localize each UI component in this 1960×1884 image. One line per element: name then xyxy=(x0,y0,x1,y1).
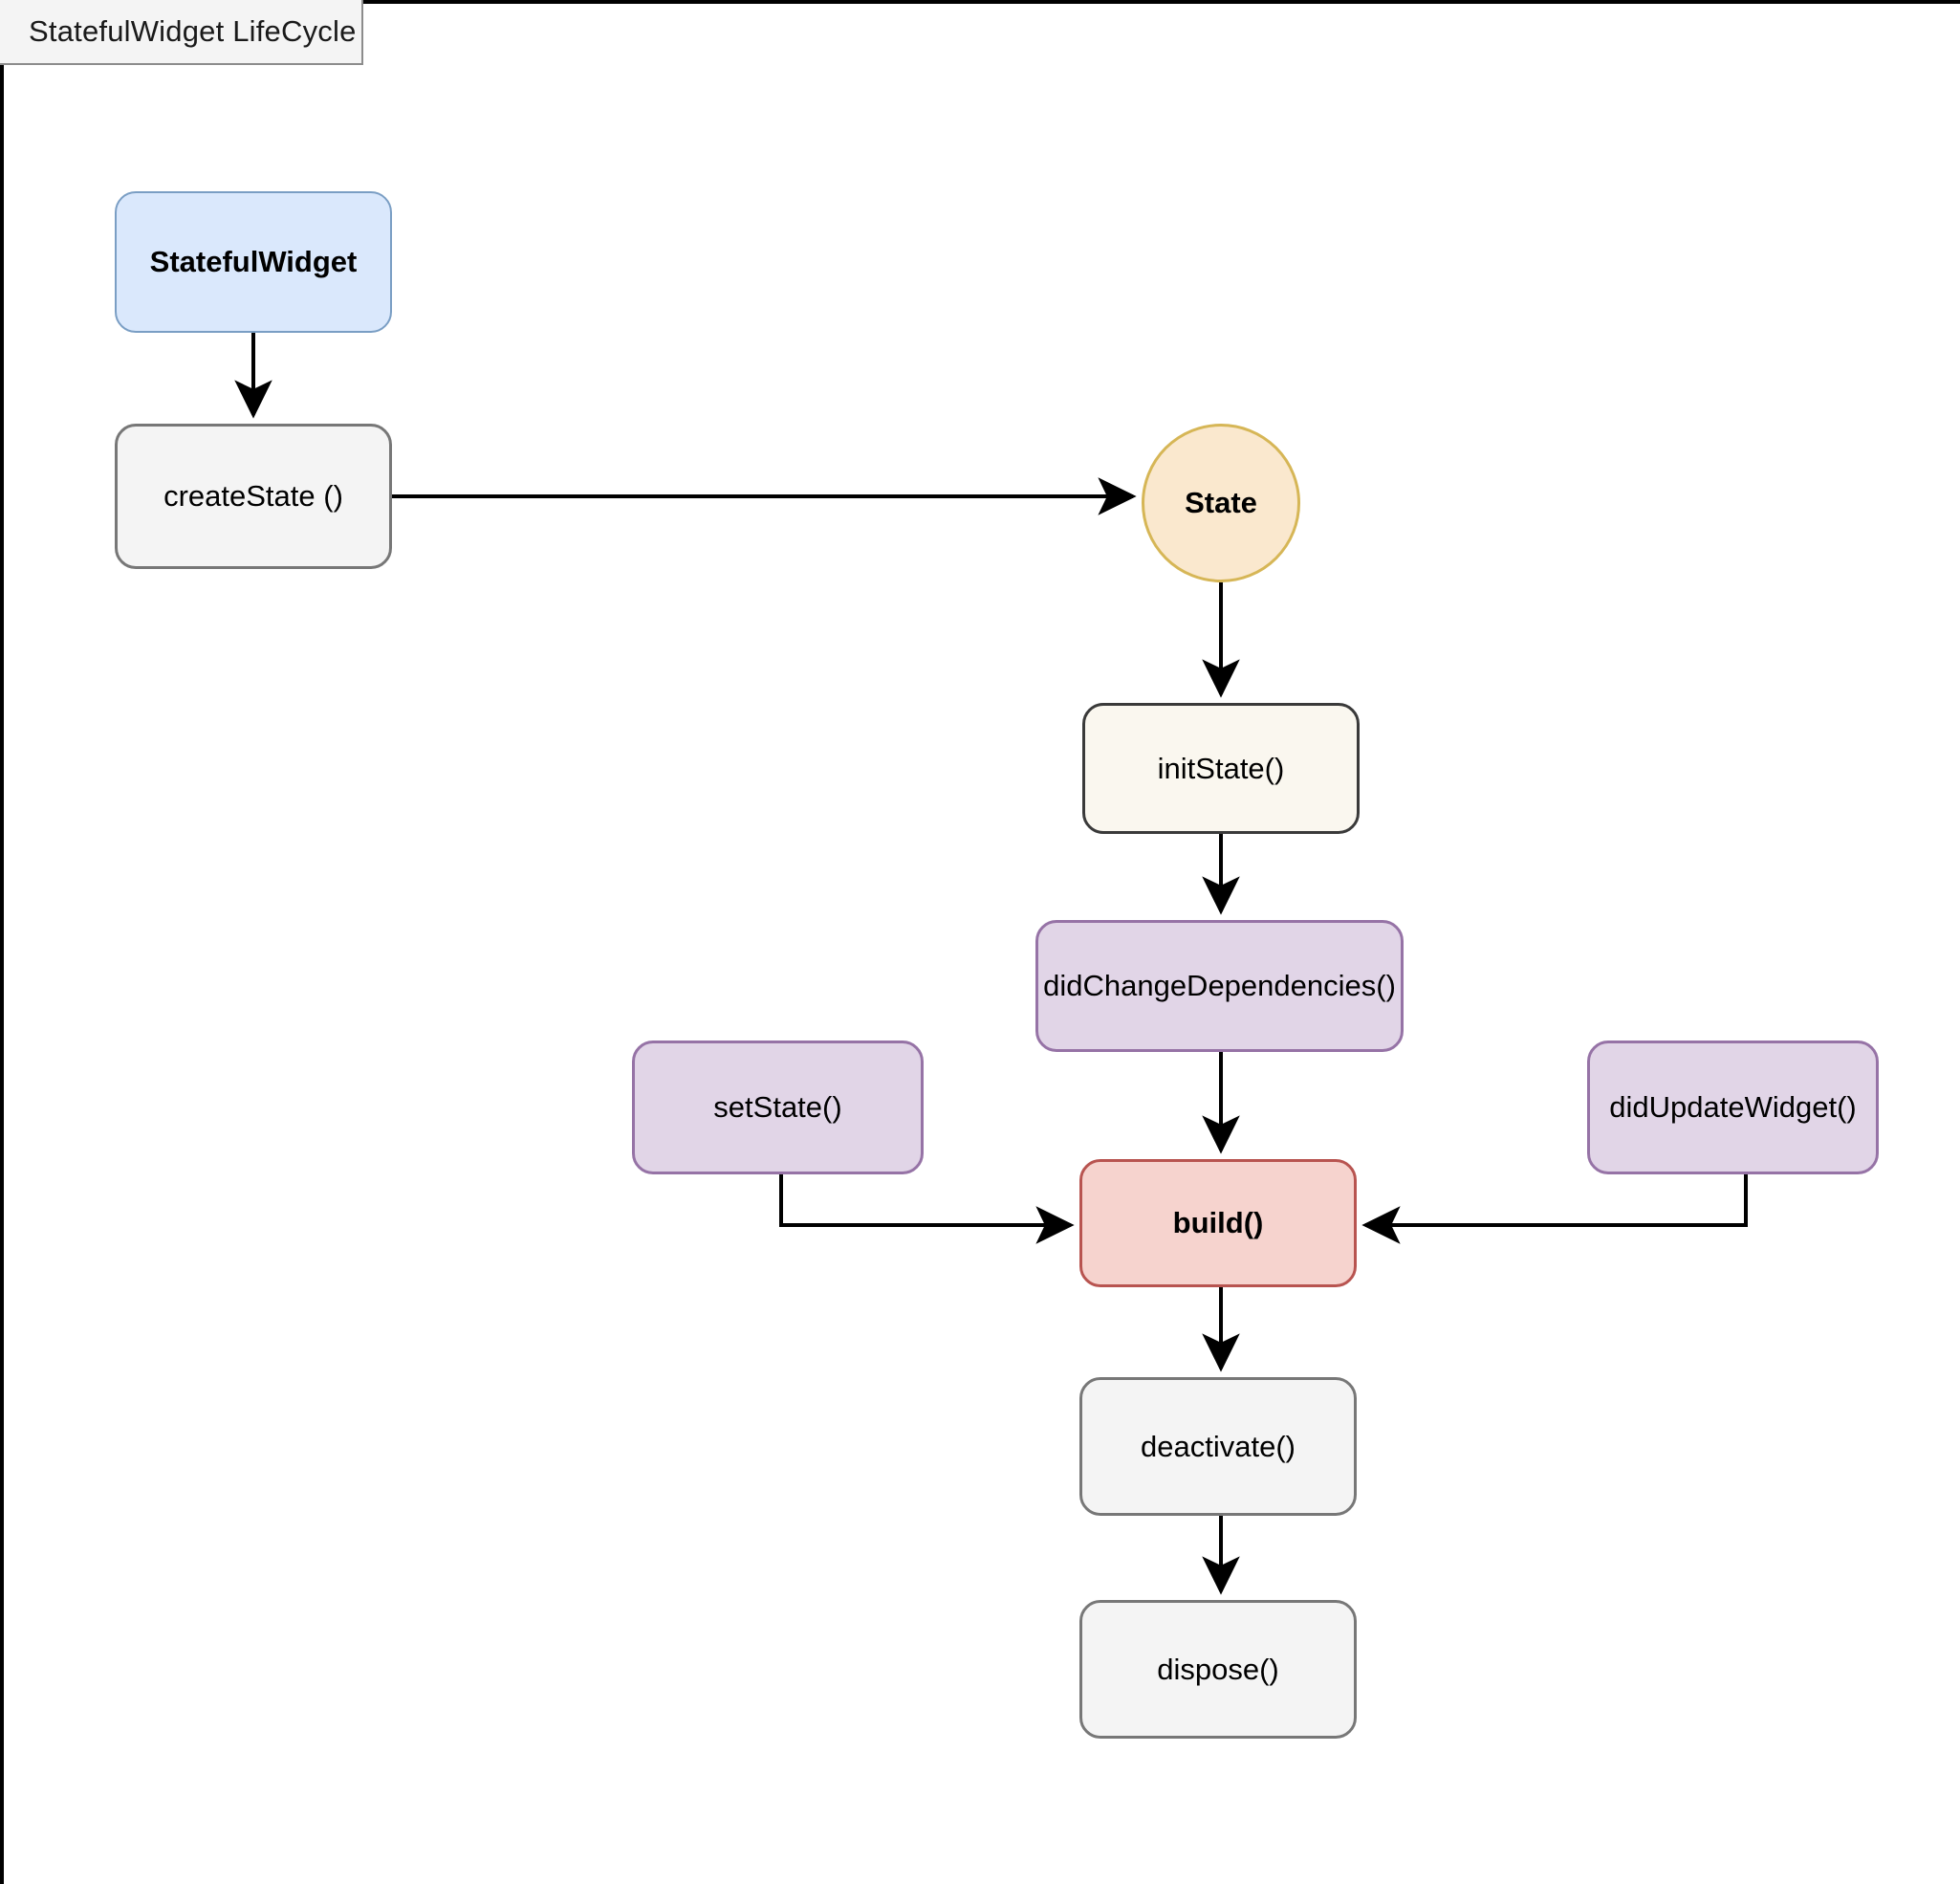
node-statefulwidget[interactable]: StatefulWidget xyxy=(115,191,392,333)
node-state-label: State xyxy=(1185,486,1257,520)
node-build[interactable]: build() xyxy=(1079,1159,1357,1287)
node-didupdatewidget-label: didUpdateWidget() xyxy=(1609,1090,1857,1125)
canvas-left-border xyxy=(0,0,4,1884)
node-createstate[interactable]: createState () xyxy=(115,424,392,569)
node-initstate[interactable]: initState() xyxy=(1082,703,1360,834)
node-build-label: build() xyxy=(1172,1206,1264,1240)
node-setstate-label: setState() xyxy=(713,1090,842,1125)
edge-setstate-to-build xyxy=(779,1174,1075,1244)
node-didupdatewidget[interactable]: didUpdateWidget() xyxy=(1587,1041,1879,1174)
canvas-top-border xyxy=(0,0,1960,4)
node-deactivate[interactable]: deactivate() xyxy=(1079,1377,1357,1516)
diagram-title-tab[interactable]: StatefulWidget LifeCycle xyxy=(0,0,363,65)
node-dispose[interactable]: dispose() xyxy=(1079,1600,1357,1739)
diagram-title-label: StatefulWidget LifeCycle xyxy=(29,14,357,48)
node-state[interactable]: State xyxy=(1142,424,1300,582)
node-initstate-label: initState() xyxy=(1157,751,1285,785)
node-dispose-label: dispose() xyxy=(1157,1652,1279,1686)
node-didchangedependencies-label: didChangeDependencies() xyxy=(1043,969,1396,1003)
node-statefulwidget-label: StatefulWidget xyxy=(149,245,358,279)
node-deactivate-label: deactivate() xyxy=(1141,1429,1296,1463)
node-didchangedependencies[interactable]: didChangeDependencies() xyxy=(1035,920,1404,1052)
node-createstate-label: createState () xyxy=(163,479,343,514)
edge-didupdatewidget-to-build xyxy=(1361,1174,1748,1244)
node-setstate[interactable]: setState() xyxy=(632,1041,924,1174)
